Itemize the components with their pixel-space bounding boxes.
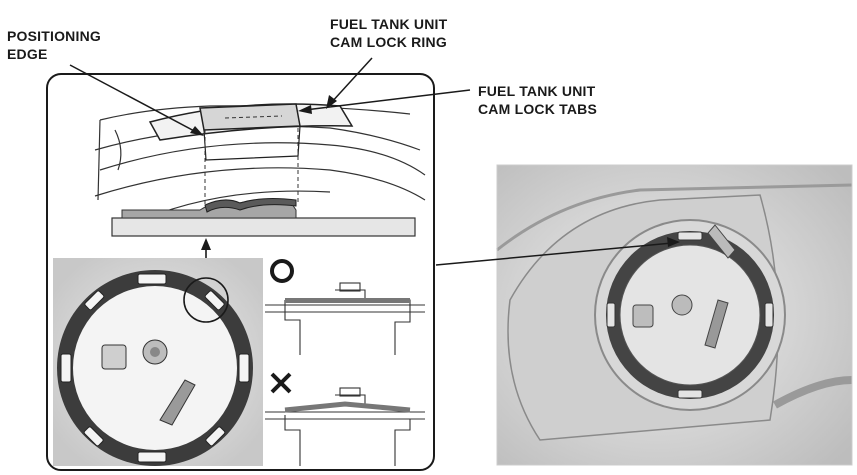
- positioning-edge-leader: [69, 64, 199, 134]
- positioning-edge-label: POSITIONING EDGE: [7, 27, 101, 63]
- cam-lock-ring-label: FUEL TANK UNIT CAM LOCK RING: [330, 15, 447, 51]
- cross-section-tab: [204, 198, 297, 213]
- positioning-edge-line-2: EDGE: [7, 46, 48, 62]
- cam-lock-tabs-line-2: CAM LOCK TABS: [478, 101, 597, 117]
- cam-lock-ring-photo: [53, 258, 263, 466]
- leader-lines: [69, 57, 673, 266]
- cam-lock-detail-view: [94, 105, 426, 231]
- incorrect-side-view: [265, 372, 425, 466]
- connector-line-to-photo: [435, 242, 673, 266]
- cam-lock-ring-line-2: CAM LOCK RING: [330, 34, 447, 50]
- cam-lock-tabs-line-1: FUEL TANK UNIT: [478, 83, 596, 99]
- magnifier-circle: [183, 277, 229, 323]
- cross-section-base: [111, 217, 416, 237]
- cam-lock-tabs-label: FUEL TANK UNIT CAM LOCK TABS: [478, 82, 597, 118]
- installed-unit-photo: [496, 164, 853, 466]
- projection-lines: [204, 115, 299, 205]
- cam-lock-ring-leader: [329, 57, 373, 105]
- positioning-edge-line-1: POSITIONING: [7, 28, 101, 44]
- correct-side-view: [265, 259, 425, 355]
- incorrect-mark-icon: [270, 372, 292, 394]
- cam-lock-ring-line-1: FUEL TANK UNIT: [330, 16, 448, 32]
- cam-lock-tabs-leader: [304, 89, 471, 111]
- cam-lock-tab: [199, 103, 301, 131]
- correct-mark-icon: [270, 259, 294, 283]
